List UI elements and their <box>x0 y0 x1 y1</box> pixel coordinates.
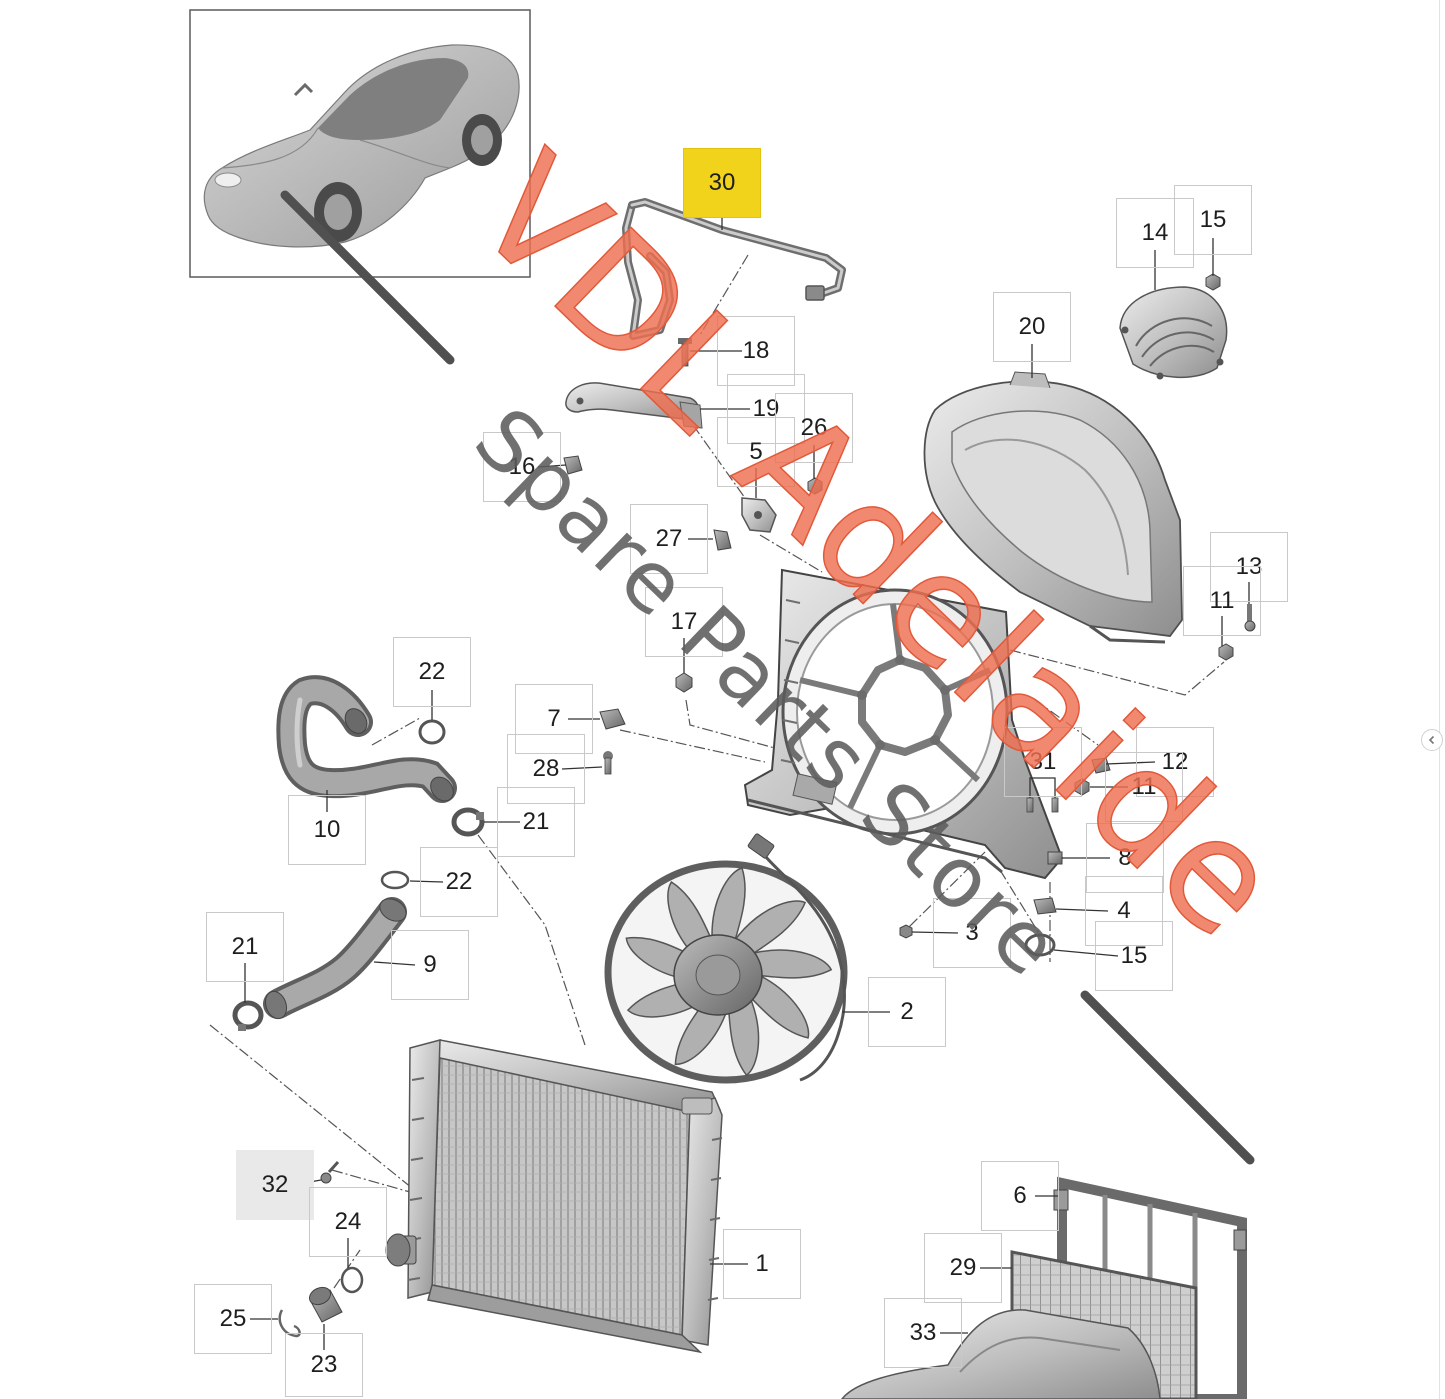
fan-part-2 <box>604 833 848 1084</box>
screw-part-13 <box>1244 604 1256 632</box>
nut-part-11-upper <box>1218 643 1234 661</box>
callout-31: 31 <box>1004 727 1082 797</box>
connector-part-23 <box>308 1286 343 1323</box>
callout-1: 1 <box>723 1229 801 1299</box>
callout-20: 20 <box>993 292 1071 362</box>
callout-23: 23 <box>285 1333 363 1397</box>
air-duct-part-20 <box>923 371 1183 644</box>
hose-part-10 <box>276 675 457 803</box>
clamp-part-21-upper <box>451 807 485 837</box>
callout-28: 28 <box>507 734 585 804</box>
callout-29: 29 <box>924 1233 1002 1303</box>
radiator-part-1 <box>385 1039 723 1354</box>
screw-part-28 <box>603 751 613 775</box>
callout-14: 14 <box>1116 198 1194 268</box>
callout-25: 25 <box>194 1284 272 1354</box>
ring-part-15-lower <box>1024 933 1056 957</box>
callout-18: 18 <box>717 316 795 386</box>
ring-part-24 <box>340 1266 364 1294</box>
hose-part-9 <box>263 897 407 1020</box>
callout-8: 8 <box>1086 823 1164 893</box>
nut-part-15-top <box>1205 273 1221 291</box>
fan-frame <box>743 568 1064 880</box>
screw-part-32 <box>320 1160 340 1184</box>
bracket-part-19 <box>565 382 703 429</box>
callout-15-lower: 15 <box>1095 921 1173 991</box>
callout-22-upper: 22 <box>393 637 471 707</box>
pipe-part-30 <box>622 198 846 340</box>
part-8 <box>1047 851 1063 865</box>
clip-part-25 <box>278 1309 301 1338</box>
callout-5: 5 <box>717 417 795 487</box>
callout-15-top: 15 <box>1174 185 1252 255</box>
callout-22-middle: 22 <box>420 847 498 917</box>
clip-part-27 <box>713 529 732 551</box>
callout-26: 26 <box>775 393 853 463</box>
callout-32: 32 <box>236 1150 314 1220</box>
callout-30: 30 <box>683 148 761 218</box>
callout-16: 16 <box>483 432 561 502</box>
ring-part-22-upper <box>418 719 446 745</box>
callout-11-upper: 11 <box>1183 566 1261 636</box>
nut-part-26 <box>807 477 823 495</box>
bracket-part-5 <box>741 497 777 533</box>
ring-part-22-middle <box>380 870 410 890</box>
callout-9: 9 <box>391 930 469 1000</box>
screw-part-3 <box>899 924 913 939</box>
callout-11-lower: 11 <box>1105 752 1183 822</box>
sensor-part-7 <box>599 708 626 730</box>
clip-part-16 <box>563 455 583 475</box>
callout-6: 6 <box>981 1161 1059 1231</box>
bolt-part-18 <box>678 338 692 367</box>
callout-12: 12 <box>1136 727 1214 797</box>
nut-part-17 <box>675 672 693 693</box>
callout-24: 24 <box>309 1187 387 1257</box>
callout-21-upper: 21 <box>497 787 575 857</box>
part-4 <box>1033 897 1057 915</box>
duct-part-33 <box>841 1309 1161 1399</box>
chevron-left-icon <box>1428 735 1435 745</box>
vehicle-thumbnail <box>189 9 531 278</box>
callout-2: 2 <box>868 977 946 1047</box>
callout-17: 17 <box>645 587 723 657</box>
leader-lines <box>244 203 1250 1350</box>
callout-33: 33 <box>884 1298 962 1368</box>
callout-21-left: 21 <box>206 912 284 982</box>
cover-part-14 <box>1119 286 1228 380</box>
nut-part-11-lower <box>1074 778 1090 796</box>
callout-3: 3 <box>933 898 1011 968</box>
callout-4: 4 <box>1085 876 1163 946</box>
callout-7: 7 <box>515 684 593 754</box>
callout-10: 10 <box>288 795 366 865</box>
clamp-part-21-left <box>232 1000 264 1031</box>
panel-toggle-button[interactable] <box>1421 729 1443 751</box>
side-panel-edge <box>1439 0 1440 1399</box>
callout-27: 27 <box>630 504 708 574</box>
